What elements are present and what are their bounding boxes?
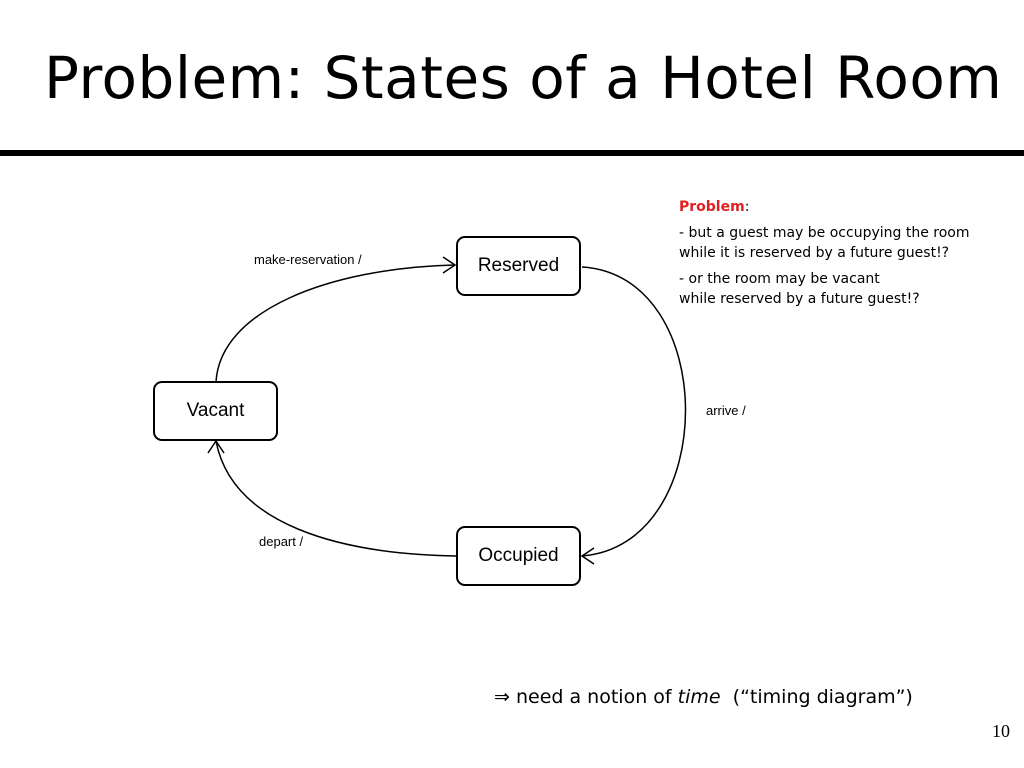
transition-arrive-arrowhead <box>580 547 595 565</box>
state-vacant: Vacant <box>153 381 278 441</box>
title-divider <box>0 150 1024 156</box>
problem-notes: Problem: - but a guest may be occupying … <box>679 197 1009 315</box>
notes-heading-line: Problem: <box>679 197 1009 217</box>
transition-make-reservation-edge <box>215 264 456 383</box>
transition-arrive-edge <box>581 266 687 557</box>
state-vacant-label: Vacant <box>186 400 245 421</box>
transition-depart-label: depart / <box>259 534 304 549</box>
note-line: while it is reserved by a future guest!? <box>679 245 950 261</box>
page-number: 10 <box>992 721 1010 741</box>
transition-make-reservation-arrowhead <box>442 256 457 274</box>
conclusion-text: ⇒ need a notion of time (“timing diagram… <box>494 686 913 708</box>
conclusion-text-after: (“timing diagram”) <box>732 686 913 708</box>
state-occupied: Occupied <box>456 526 581 586</box>
state-occupied-label: Occupied <box>478 545 559 566</box>
state-reserved: Reserved <box>456 236 581 296</box>
slide-title: Problem: States of a Hotel Room <box>44 44 1003 112</box>
note-line: - but a guest may be occupying the room <box>679 225 970 241</box>
notes-heading: Problem <box>679 199 745 215</box>
conclusion-text-before: need a notion of <box>515 686 672 708</box>
conclusion-emphasis: time <box>677 686 721 708</box>
note-line: while reserved by a future guest!? <box>679 291 920 307</box>
note-item: - or the room may be vacant while reserv… <box>679 269 1009 309</box>
transition-depart-edge <box>215 440 457 557</box>
transition-arrive-label: arrive / <box>706 403 746 418</box>
note-line: - or the room may be vacant <box>679 271 880 287</box>
state-reserved-label: Reserved <box>477 255 560 276</box>
transition-make-reservation-label: make-reservation / <box>254 252 362 267</box>
note-item: - but a guest may be occupying the room … <box>679 223 1009 263</box>
notes-heading-colon: : <box>744 199 750 215</box>
implies-arrow-icon: ⇒ <box>494 686 510 708</box>
transition-depart-arrowhead <box>207 439 225 454</box>
